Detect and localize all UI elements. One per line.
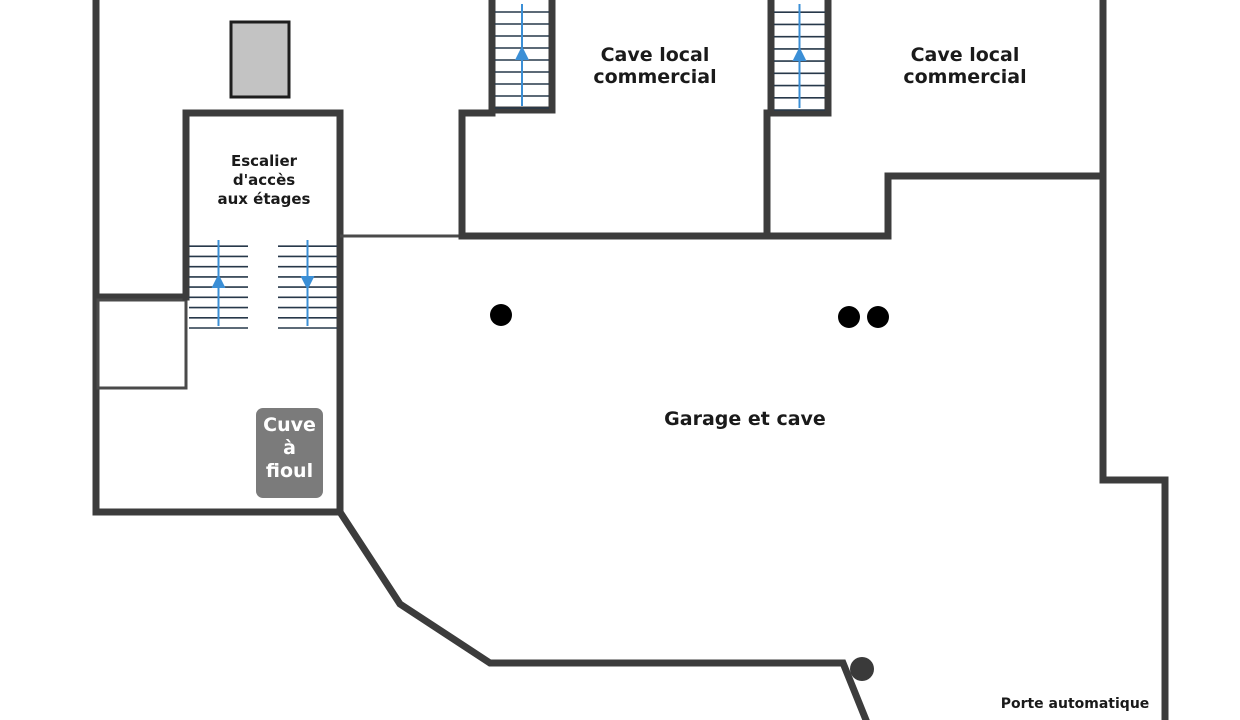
room-label-cave-local-commercial-2: Cave local commercial [903,44,1027,89]
arrow-up-icon [211,274,226,288]
wall-stair-block [182,109,344,516]
wall-cave-local-1-stair [488,0,556,114]
pillar [867,306,889,328]
wall-garage-lower [335,507,870,720]
wall-cave-local-2-stair [767,0,832,117]
wall-cave-divider [763,0,775,240]
stair-flight-main-up [189,240,248,329]
pillar [490,304,512,326]
arrow-up-icon [792,47,807,61]
wall-left-outer [92,0,344,516]
arrow-up-icon [515,46,529,60]
room-label-garage-cave: Garage et cave [664,408,826,430]
stair-flight-cave-2 [774,4,825,111]
room-label-staircase: Escalier d'accès aux étages [217,152,311,208]
pillar [850,657,874,681]
room-label-automatic-door: Porte automatique [1000,696,1150,712]
wall-right-outer [1099,0,1169,720]
pillar [838,306,860,328]
stair-flight-main-down [278,240,337,329]
technical-shaft [229,20,291,99]
fuel-tank: Cuve à fioul [256,408,323,498]
wall-garage-top [458,172,1107,240]
room-label-cave-local-commercial-1: Cave local commercial [593,44,717,89]
wall-cave-local-1 [458,0,496,240]
arrow-down-icon [300,276,315,290]
stair-flight-cave-1 [495,4,549,109]
wall-small-closet [96,298,188,390]
